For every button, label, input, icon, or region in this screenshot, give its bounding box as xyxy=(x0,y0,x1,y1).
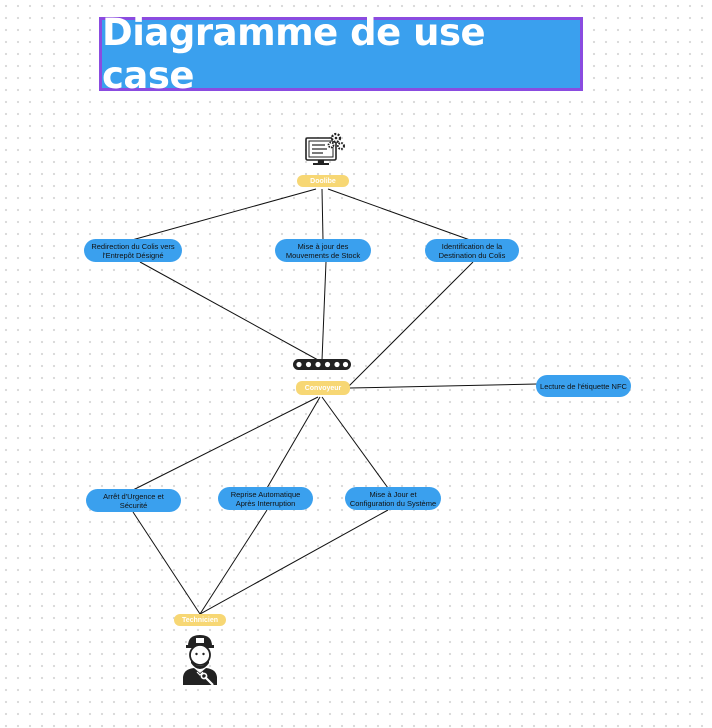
actor-doolibe[interactable]: Doolibe xyxy=(297,175,349,187)
assoc-reprise-technicien xyxy=(199,509,268,615)
assoc-config-technicien xyxy=(199,509,389,615)
computer-gear-icon xyxy=(305,132,345,165)
actor-technicien[interactable]: Technicien xyxy=(174,614,226,626)
assoc-convoyeur-config xyxy=(321,396,389,489)
assoc-arret-technicien xyxy=(132,511,201,615)
assoc-doolibe-stock xyxy=(321,188,324,241)
actor-convoyeur[interactable]: Convoyeur xyxy=(296,381,350,395)
assoc-doolibe-redirection xyxy=(131,188,317,241)
assoc-doolibe-identification xyxy=(327,188,471,241)
page-title: Diagramme de use case xyxy=(102,11,486,97)
usecase-lecture-nfc[interactable]: Lecture de l'étiquette NFC xyxy=(536,375,631,397)
assoc-convoyeur-arret xyxy=(132,396,319,491)
usecase-mise-a-jour-stock-label: Mise à jour des Mouvements de Stock xyxy=(285,241,361,260)
technician-icon xyxy=(183,635,217,686)
usecase-lecture-nfc-label: Lecture de l'étiquette NFC xyxy=(540,381,627,391)
usecase-arret-urgence[interactable]: Arrêt d'Urgence et Sécurité xyxy=(86,489,181,512)
usecase-mise-a-jour-config[interactable]: Mise à Jour et Configuration du Système xyxy=(345,487,441,510)
assoc-convoyeur-reprise xyxy=(266,396,321,489)
usecase-redirection-label: Redirection du Colis vers l'Entrepôt Dés… xyxy=(91,241,175,260)
usecase-arret-urgence-label: Arrêt d'Urgence et Sécurité xyxy=(103,491,164,510)
title-banner: Diagramme de use case xyxy=(99,11,583,97)
usecase-redirection[interactable]: Redirection du Colis vers l'Entrepôt Dés… xyxy=(84,239,182,262)
usecase-reprise-auto-label: Reprise Automatique Après Interruption xyxy=(230,489,301,508)
assoc-identification-convoyeur xyxy=(347,261,474,388)
actor-convoyeur-label: Convoyeur xyxy=(304,384,342,392)
assoc-convoyeur-nfc xyxy=(349,383,538,389)
actor-technicien-label: Technicien xyxy=(181,616,219,624)
assoc-stock-convoyeur xyxy=(321,261,327,361)
usecase-identification[interactable]: Identification de la Destination du Coli… xyxy=(425,239,519,262)
usecase-mise-a-jour-config-label: Mise à Jour et Configuration du Système xyxy=(349,489,437,508)
actor-doolibe-label: Doolibe xyxy=(310,177,336,185)
assoc-redirection-convoyeur xyxy=(139,261,319,361)
conveyor-belt-icon xyxy=(293,359,351,370)
usecase-mise-a-jour-stock[interactable]: Mise à jour des Mouvements de Stock xyxy=(275,239,371,262)
usecase-reprise-auto[interactable]: Reprise Automatique Après Interruption xyxy=(218,487,313,510)
usecase-identification-label: Identification de la Destination du Coli… xyxy=(438,241,506,260)
